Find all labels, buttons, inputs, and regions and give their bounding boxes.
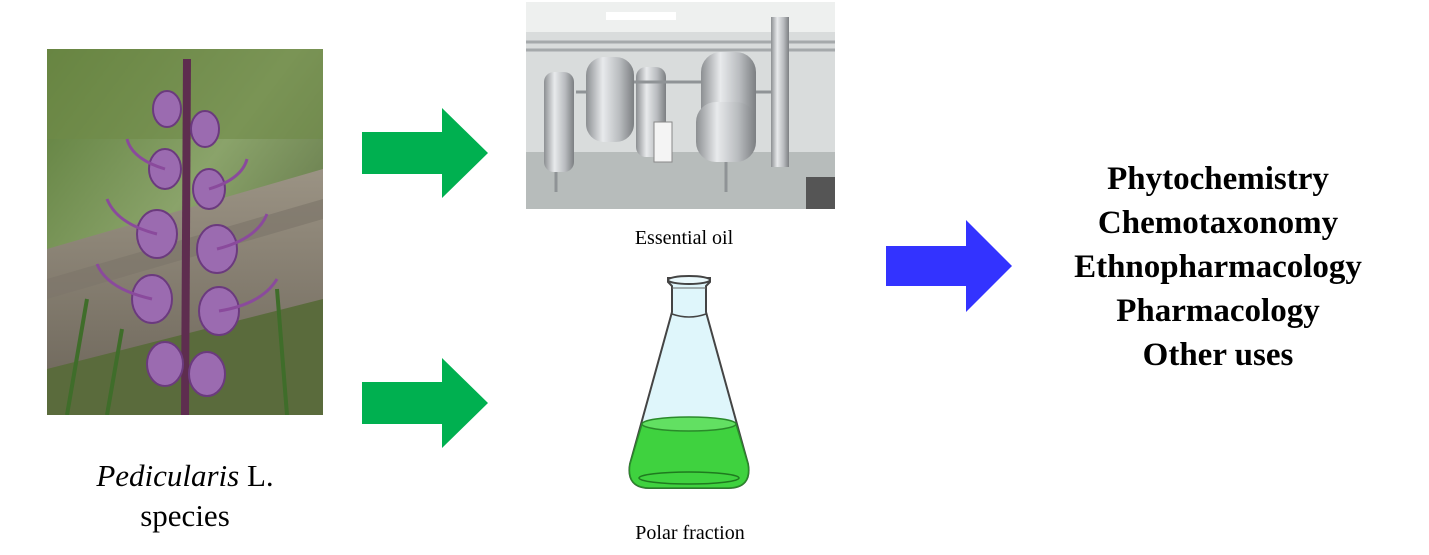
essential-oil-label: Essential oil [634, 227, 734, 249]
species-caption: Pedicularis L. species [40, 456, 330, 536]
authority: L. [246, 458, 274, 493]
outcome-chemotaxonomy: Chemotaxonomy [1097, 205, 1339, 241]
polar-fraction-label: Polar fraction [635, 522, 745, 544]
outcome-ethnopharmacology: Ethnopharmacology [1074, 249, 1362, 285]
outcome-other-uses: Other uses [1142, 337, 1294, 373]
rank-label: species [140, 498, 230, 533]
arrow-right-icon [362, 108, 488, 198]
genus-name: Pedicularis [96, 458, 240, 493]
outcome-phytochemistry: Phytochemistry [1107, 161, 1329, 197]
distillation-apparatus-photo [526, 2, 835, 209]
outcomes-list: Phytochemistry Chemotaxonomy Ethnopharma… [1040, 157, 1396, 377]
pedicularis-photo [47, 49, 323, 415]
arrow-right-icon [362, 358, 488, 448]
arrow-right-icon [886, 220, 1012, 312]
erlenmeyer-flask-icon [628, 275, 750, 489]
outcome-pharmacology: Pharmacology [1116, 293, 1320, 329]
